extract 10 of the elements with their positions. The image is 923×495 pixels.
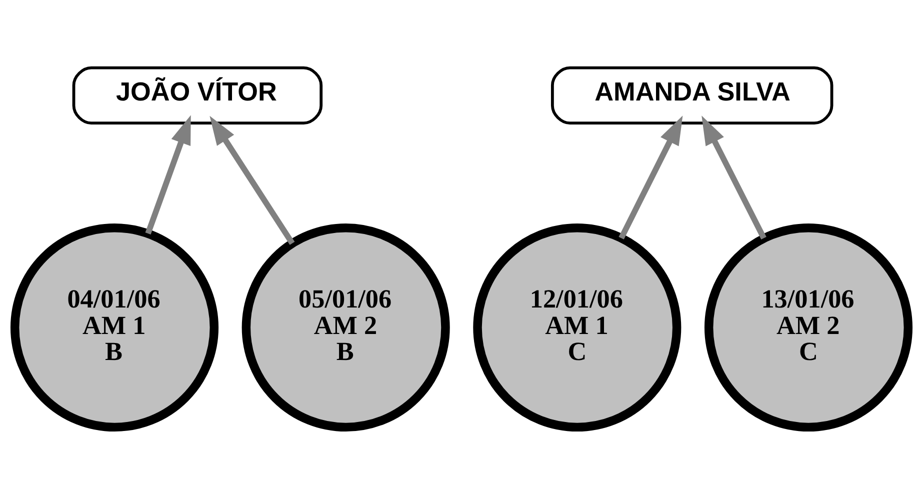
node-circle: 13/01/06 AM 2 C xyxy=(704,224,913,432)
arrow xyxy=(145,115,191,234)
arrow xyxy=(618,116,683,240)
arrow xyxy=(210,116,295,245)
node-circle: 05/01/06 AM 2 B xyxy=(242,224,450,432)
node-circle: 04/01/06 AM 1 B xyxy=(10,224,219,432)
node-box: AMANDA SILVA xyxy=(550,66,834,125)
arrow xyxy=(702,116,766,240)
node-box: JOÃO VÍTOR xyxy=(72,66,323,125)
node-circle: 12/01/06 AM 1 C xyxy=(473,224,682,432)
